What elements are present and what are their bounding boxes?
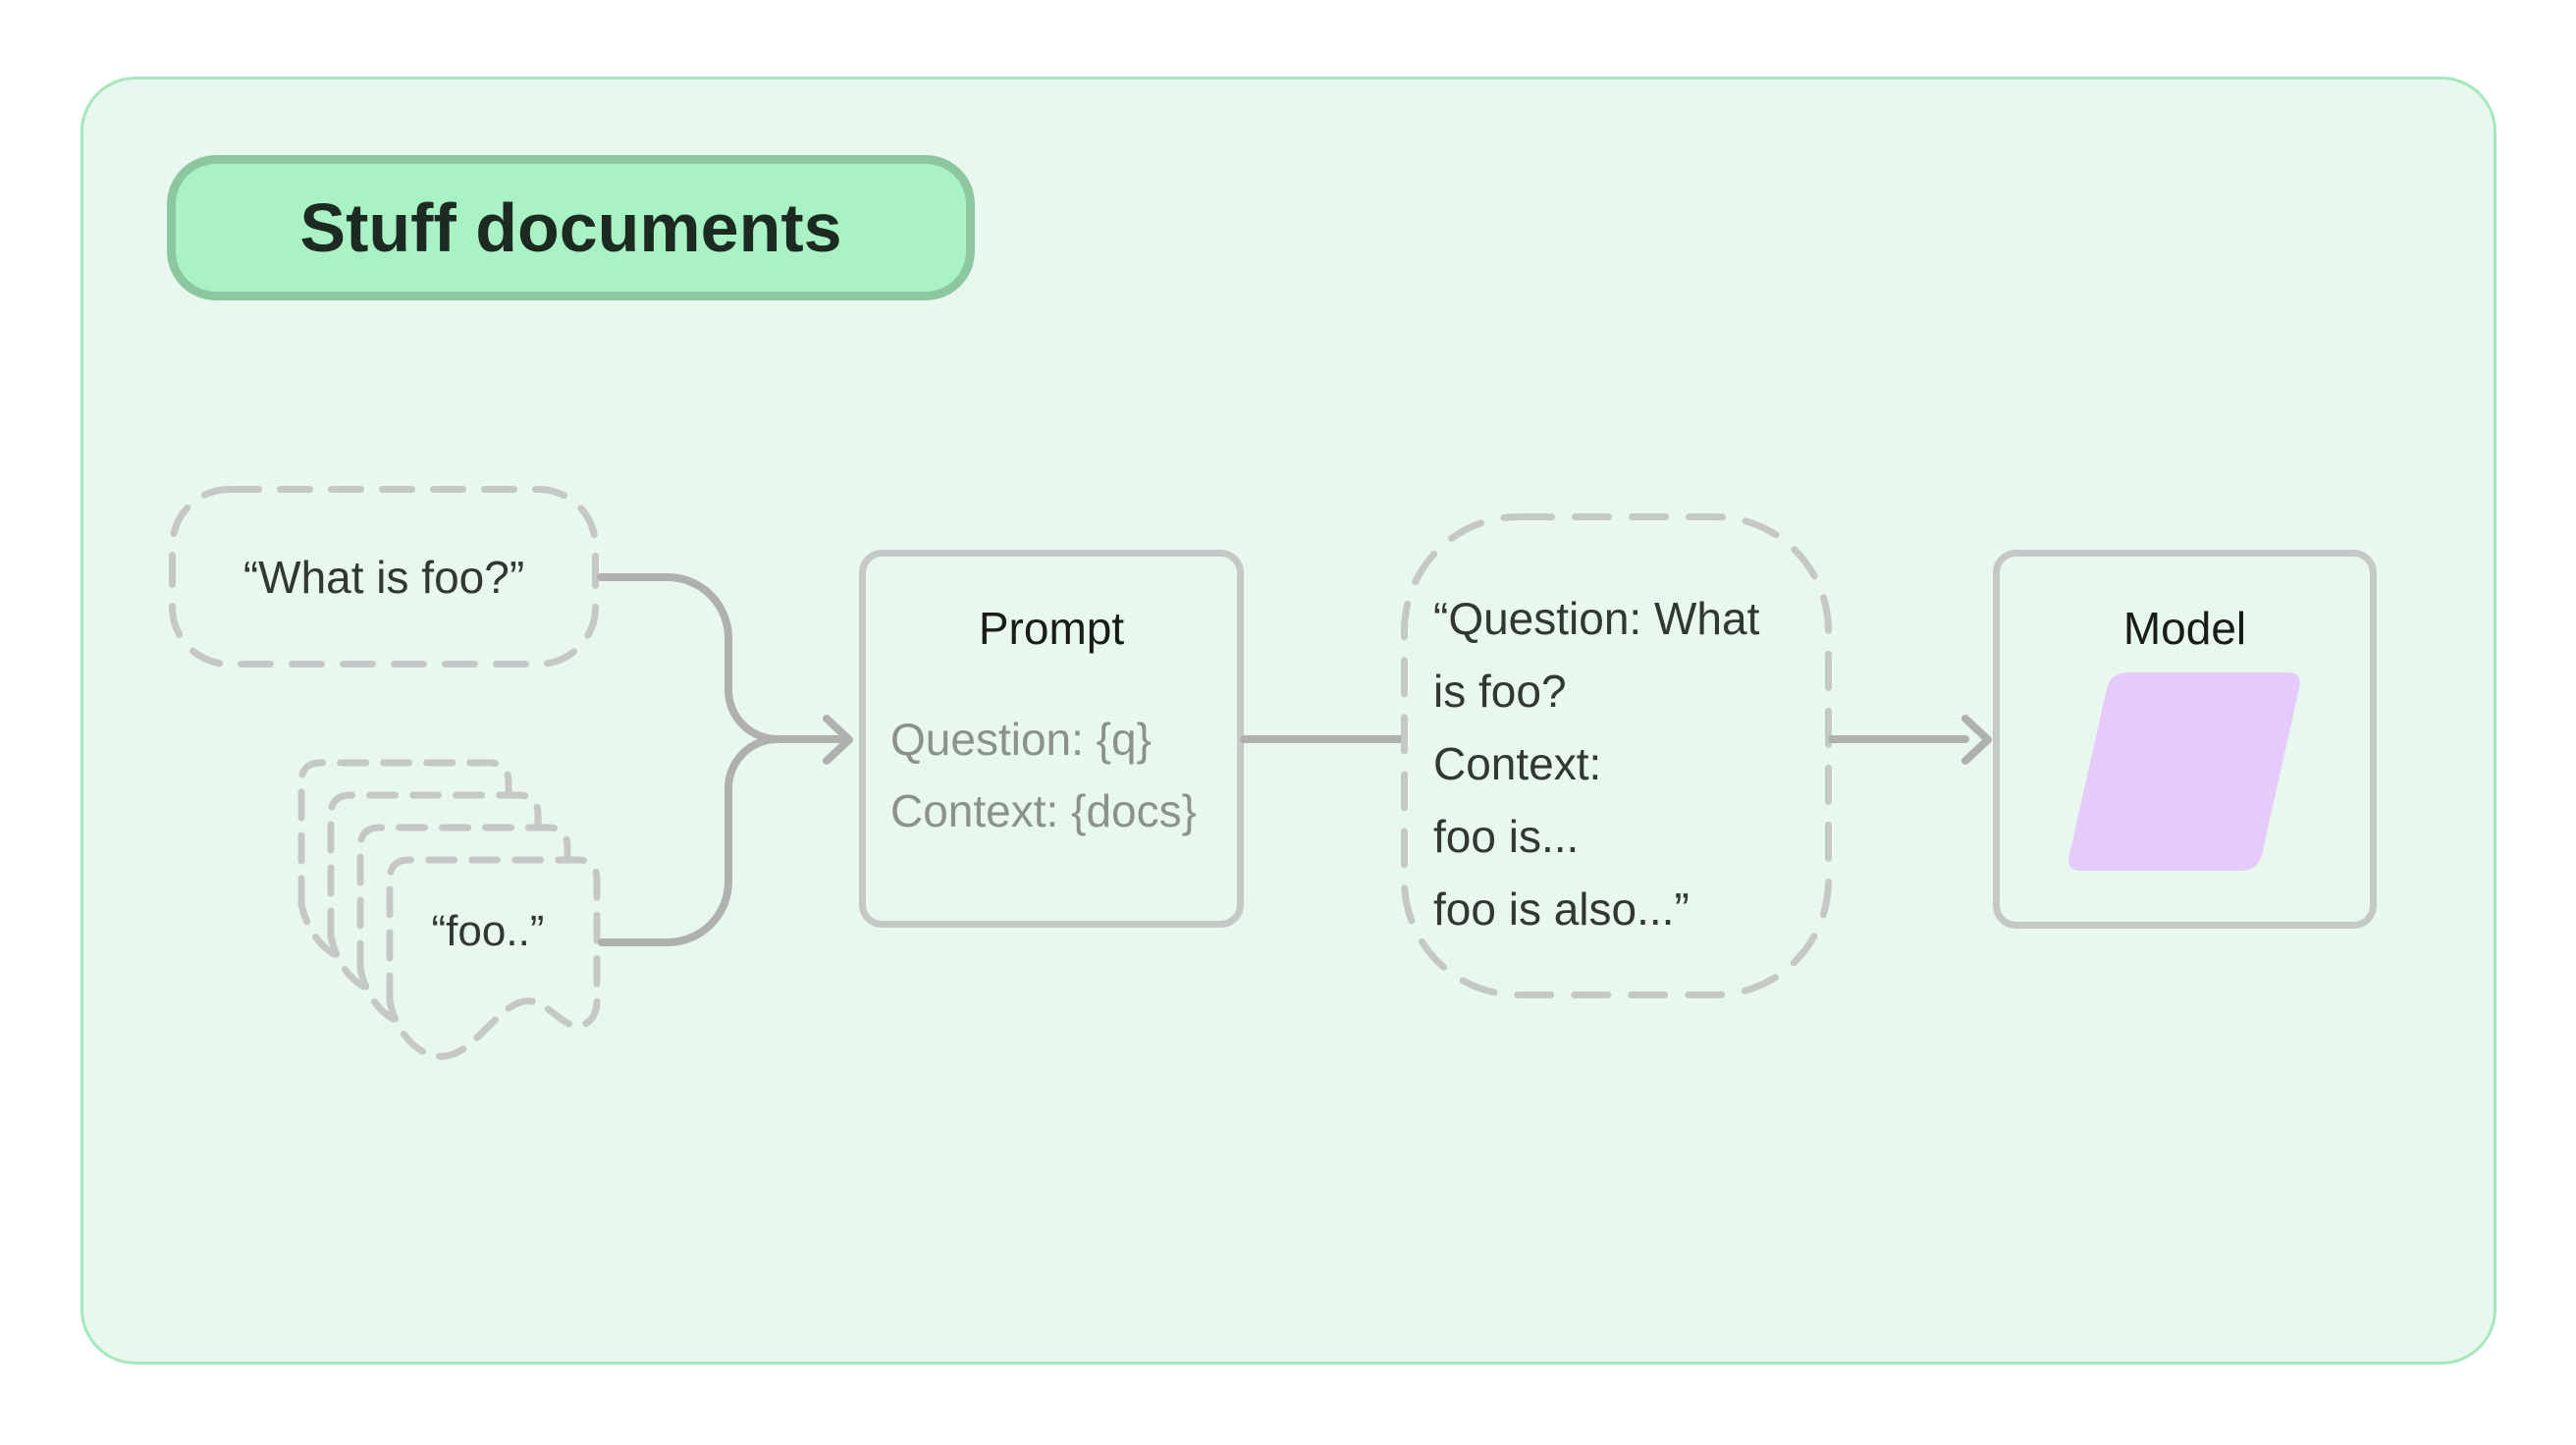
merged-prompt-line-1: “Question: What	[1433, 593, 1760, 644]
arrowhead-into-prompt	[823, 715, 853, 765]
merged-prompt-text: “Question: What is foo? Context: foo is.…	[1433, 582, 1846, 945]
model-parallelogram-icon	[2068, 672, 2300, 871]
connector-question-to-prompt	[597, 573, 844, 743]
merged-prompt-line-4: foo is...	[1433, 811, 1580, 862]
question-bubble-outline	[169, 486, 599, 668]
prompt-box-title: Prompt	[978, 603, 1125, 654]
merged-prompt-line-2: is foo?	[1433, 666, 1567, 717]
prompt-template-lines: Question: {q} Context: {docs}	[890, 704, 1244, 847]
diagram-title-badge: Stuff documents	[167, 155, 975, 300]
arrowhead-into-model	[1961, 715, 1992, 765]
merged-prompt-line-3: Context:	[1433, 738, 1602, 789]
merged-prompt-line-5: foo is also...”	[1433, 883, 1690, 935]
prompt-template-line-context: Context: {docs}	[890, 785, 1197, 836]
connector-docs-to-prompt	[598, 735, 781, 946]
model-box-title: Model	[2122, 603, 2247, 654]
diagram-title-label: Stuff documents	[299, 189, 842, 266]
documents-stack-label: “foo..”	[431, 907, 545, 955]
model-box-outline	[1993, 550, 2377, 929]
prompt-template-line-question: Question: {q}	[890, 714, 1152, 765]
question-bubble-label: “What is foo?”	[242, 551, 525, 603]
